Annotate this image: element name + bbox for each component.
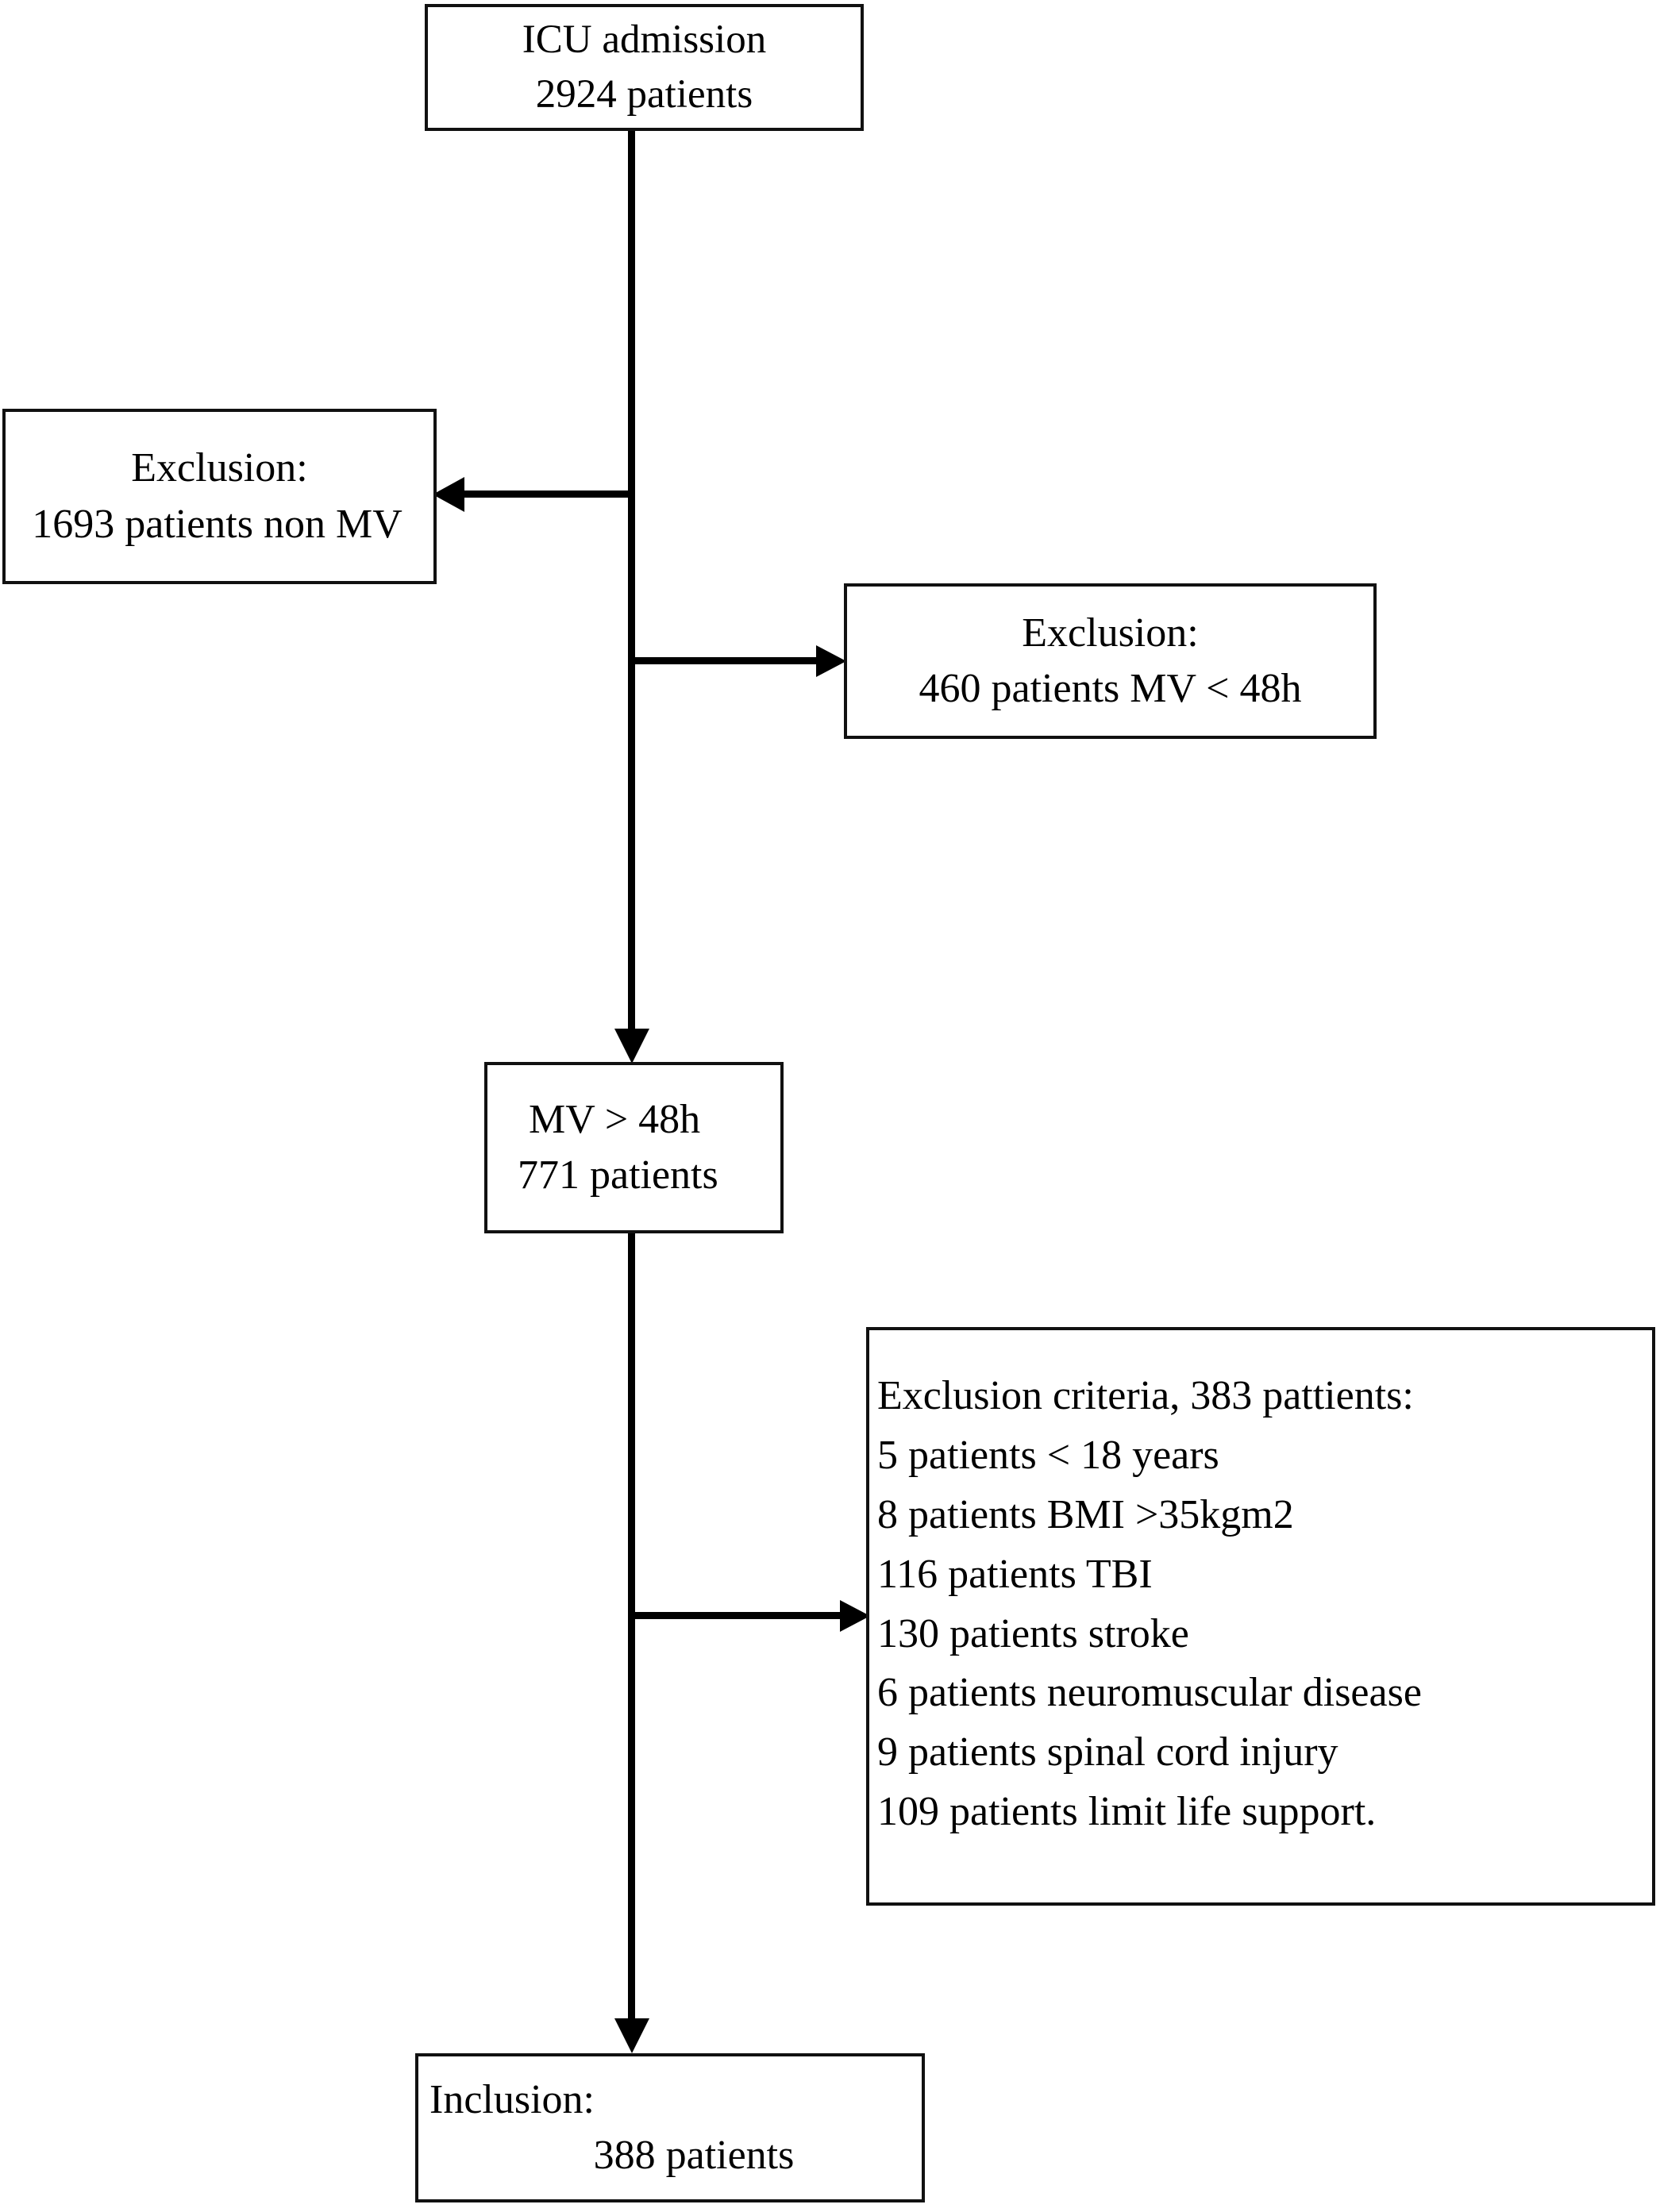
node-icu-admission-line2: 2924 patients	[535, 72, 753, 117]
arrowhead-non-mv	[433, 477, 464, 512]
connector-branch-non-mv	[462, 490, 631, 498]
exclusion-criteria-item: 5 patients < 18 years	[877, 1432, 1219, 1478]
node-icu-admission-line1: ICU admission	[522, 17, 767, 63]
node-mv-over-48h-line2: 771 patients	[518, 1152, 718, 1198]
exclusion-criteria-item: 9 patients spinal cord injury	[877, 1729, 1338, 1775]
node-inclusion-line1: Inclusion:	[429, 2076, 595, 2122]
node-inclusion-line2: 388 patients	[593, 2133, 795, 2178]
node-exclusion-mv-under-48h-line1: Exclusion:	[1022, 610, 1199, 656]
node-exclusion-non-mv-line1: Exclusion:	[131, 445, 308, 491]
arrowhead-mv-over-48h	[614, 1029, 649, 1064]
connector-trunk-lower	[628, 1233, 635, 2045]
node-exclusion-non-mv: Exclusion: 1693 patients non MV	[2, 409, 437, 584]
node-exclusion-non-mv-line2: 1693 patients non MV	[32, 501, 402, 547]
exclusion-criteria-heading: Exclusion criteria, 383 pattients:	[877, 1373, 1414, 1418]
node-icu-admission: ICU admission 2924 patients	[425, 4, 864, 131]
exclusion-criteria-item: 130 patients stroke	[877, 1610, 1189, 1656]
arrowhead-inclusion	[614, 2018, 649, 2053]
exclusion-criteria-item: 109 patients limit life support.	[877, 1789, 1377, 1835]
exclusion-criteria-item: 116 patients TBI	[877, 1551, 1153, 1597]
connector-branch-mv-under-48h	[628, 657, 820, 664]
node-mv-over-48h-line1: MV > 48h	[529, 1096, 701, 1142]
connector-trunk-main	[628, 131, 635, 1036]
node-mv-over-48h: MV > 48h 771 patients	[484, 1062, 784, 1233]
connector-branch-exclusion-criteria	[628, 1612, 844, 1619]
exclusion-criteria-item: 8 patients BMI >35kgm2	[877, 1491, 1294, 1537]
arrowhead-exclusion-criteria	[840, 1600, 870, 1632]
node-inclusion: Inclusion: 388 patients	[415, 2053, 925, 2202]
arrowhead-mv-under-48h	[816, 645, 846, 677]
node-exclusion-mv-under-48h: Exclusion: 460 patients MV < 48h	[844, 583, 1377, 739]
exclusion-criteria-item: 6 patients neuromuscular disease	[877, 1670, 1422, 1716]
node-exclusion-mv-under-48h-line2: 460 patients MV < 48h	[919, 666, 1302, 711]
node-exclusion-criteria: Exclusion criteria, 383 pattients: 5 pat…	[866, 1327, 1655, 1906]
